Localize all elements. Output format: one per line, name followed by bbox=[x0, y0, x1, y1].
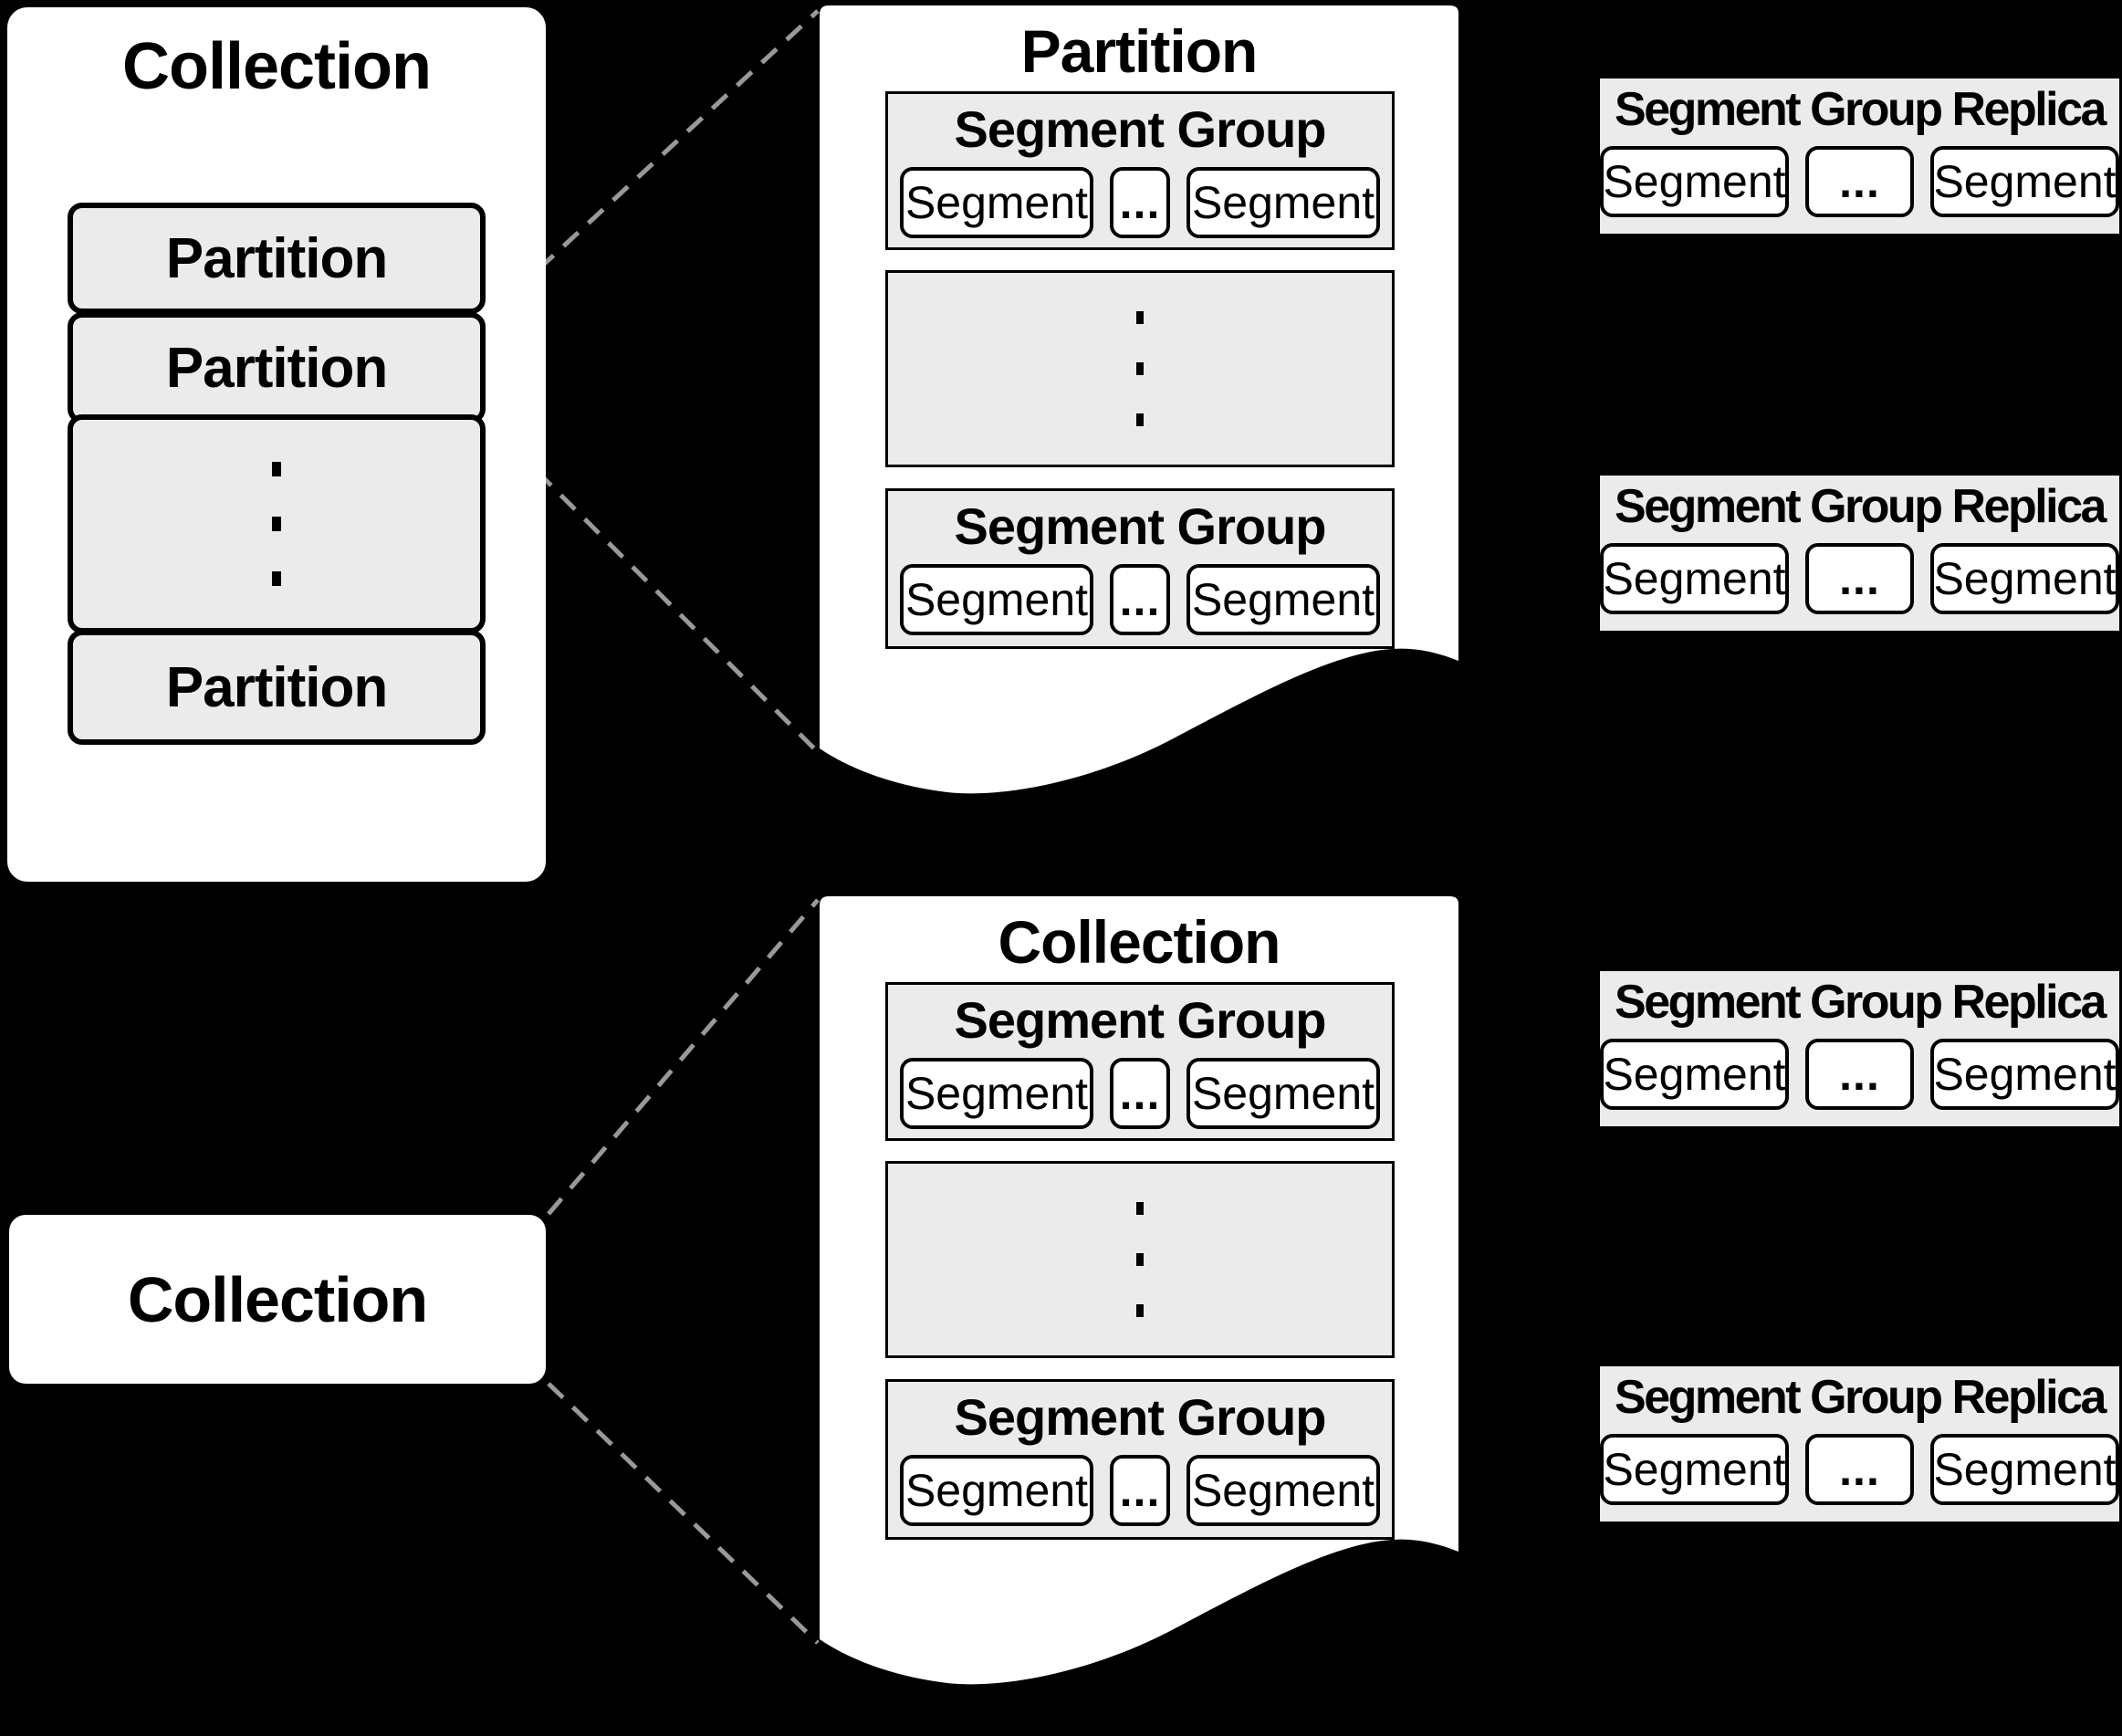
segment-box: Segment bbox=[1600, 1039, 1789, 1110]
segment-row: Segment ... Segment bbox=[1600, 1434, 2119, 1505]
segment-ellipsis-box: ... bbox=[1805, 146, 1914, 217]
collection-box-label: Collection bbox=[127, 1263, 428, 1335]
partition-detail-panel: Partition Segment Group Segment ... Segm… bbox=[820, 5, 1458, 836]
segment-box: Segment bbox=[1186, 564, 1380, 635]
partition-item-1: Partition bbox=[68, 203, 486, 314]
segment-box: Segment bbox=[1186, 1058, 1380, 1129]
segment-ellipsis-box: ... bbox=[1805, 1039, 1914, 1110]
segment-ellipsis-box: ... bbox=[1805, 1434, 1914, 1505]
partition-ellipsis-box bbox=[68, 414, 486, 633]
segment-group-replica-box: Segment Group Replica Segment ... Segmen… bbox=[1600, 476, 2119, 631]
ellipsis-dot bbox=[1136, 1202, 1144, 1215]
segment-group-label: Segment Group bbox=[954, 1388, 1326, 1446]
segment-box: Segment bbox=[1600, 1434, 1789, 1505]
segment-box: Segment bbox=[1930, 146, 2119, 217]
segment-ellipsis-box: ... bbox=[1110, 167, 1170, 238]
connector-collection-bottom bbox=[547, 1382, 820, 1645]
segment-box: Segment bbox=[1600, 146, 1789, 217]
segment-group-ellipsis-box bbox=[885, 270, 1395, 467]
segment-group-replica-label: Segment Group Replica bbox=[1615, 480, 2106, 533]
segment-ellipsis-box: ... bbox=[1110, 564, 1170, 635]
ellipsis-dot bbox=[1136, 413, 1144, 426]
segment-row: Segment ... Segment bbox=[1600, 146, 2119, 217]
segment-group-label: Segment Group bbox=[954, 497, 1326, 555]
segment-group-replica-box: Segment Group Replica Segment ... Segmen… bbox=[1600, 78, 2119, 234]
collection-detail-title: Collection bbox=[998, 908, 1281, 976]
segment-box: Segment bbox=[1930, 543, 2119, 614]
segment-group-box: Segment Group Segment ... Segment bbox=[885, 488, 1395, 649]
segment-row: Segment ... Segment bbox=[888, 564, 1392, 635]
segment-row: Segment ... Segment bbox=[888, 1058, 1392, 1129]
segment-group-ellipsis-box bbox=[885, 1161, 1395, 1358]
collection-container-title: Collection bbox=[121, 30, 432, 103]
collection-container-box: Collection Partition Partition Partition bbox=[7, 7, 546, 882]
connector-collection-top bbox=[547, 898, 820, 1216]
segment-group-replica-label: Segment Group Replica bbox=[1615, 1371, 2106, 1424]
segment-row: Segment ... Segment bbox=[1600, 1039, 2119, 1110]
segment-ellipsis-box: ... bbox=[1805, 543, 1914, 614]
segment-row: Segment ... Segment bbox=[888, 1455, 1392, 1526]
partition-detail-title: Partition bbox=[1020, 17, 1259, 85]
partition-item-3: Partition bbox=[68, 630, 486, 745]
segment-group-box: Segment Group Segment ... Segment bbox=[885, 982, 1395, 1141]
segment-group-label: Segment Group bbox=[954, 991, 1326, 1049]
ellipsis-dot bbox=[1136, 362, 1144, 375]
segment-box: Segment bbox=[1600, 543, 1789, 614]
segment-box: Segment bbox=[900, 1058, 1093, 1129]
segment-box: Segment bbox=[900, 167, 1093, 238]
segment-box: Segment bbox=[1186, 167, 1380, 238]
segment-group-box: Segment Group Segment ... Segment bbox=[885, 91, 1395, 250]
partition-item-2-label: Partition bbox=[165, 336, 388, 400]
ellipsis-dot bbox=[272, 517, 281, 531]
segment-box: Segment bbox=[1930, 1039, 2119, 1110]
segment-box: Segment bbox=[900, 564, 1093, 635]
segment-row: Segment ... Segment bbox=[1600, 543, 2119, 614]
segment-group-label: Segment Group bbox=[954, 100, 1326, 158]
ellipsis-dot bbox=[272, 571, 281, 586]
collection-detail-panel: Collection Segment Group Segment ... Seg… bbox=[820, 896, 1458, 1727]
segment-group-box: Segment Group Segment ... Segment bbox=[885, 1379, 1395, 1540]
segment-ellipsis-box: ... bbox=[1110, 1455, 1170, 1526]
segment-group-replica-box: Segment Group Replica Segment ... Segmen… bbox=[1600, 1366, 2119, 1522]
collection-box: Collection bbox=[9, 1215, 546, 1384]
segment-row: Segment ... Segment bbox=[888, 167, 1392, 238]
partition-item-2: Partition bbox=[68, 312, 486, 424]
segment-box: Segment bbox=[1930, 1434, 2119, 1505]
segment-group-replica-box: Segment Group Replica Segment ... Segmen… bbox=[1600, 971, 2119, 1126]
partition-item-1-label: Partition bbox=[165, 226, 388, 290]
ellipsis-dot bbox=[272, 462, 281, 476]
partition-item-3-label: Partition bbox=[165, 655, 388, 719]
ellipsis-dot bbox=[1136, 1253, 1144, 1266]
segment-group-replica-label: Segment Group Replica bbox=[1615, 83, 2106, 136]
segment-ellipsis-box: ... bbox=[1110, 1058, 1170, 1129]
ellipsis-dot bbox=[1136, 311, 1144, 324]
ellipsis-dot bbox=[1136, 1304, 1144, 1317]
segment-box: Segment bbox=[1186, 1455, 1380, 1526]
segment-group-replica-label: Segment Group Replica bbox=[1615, 976, 2106, 1029]
segment-box: Segment bbox=[900, 1455, 1093, 1526]
